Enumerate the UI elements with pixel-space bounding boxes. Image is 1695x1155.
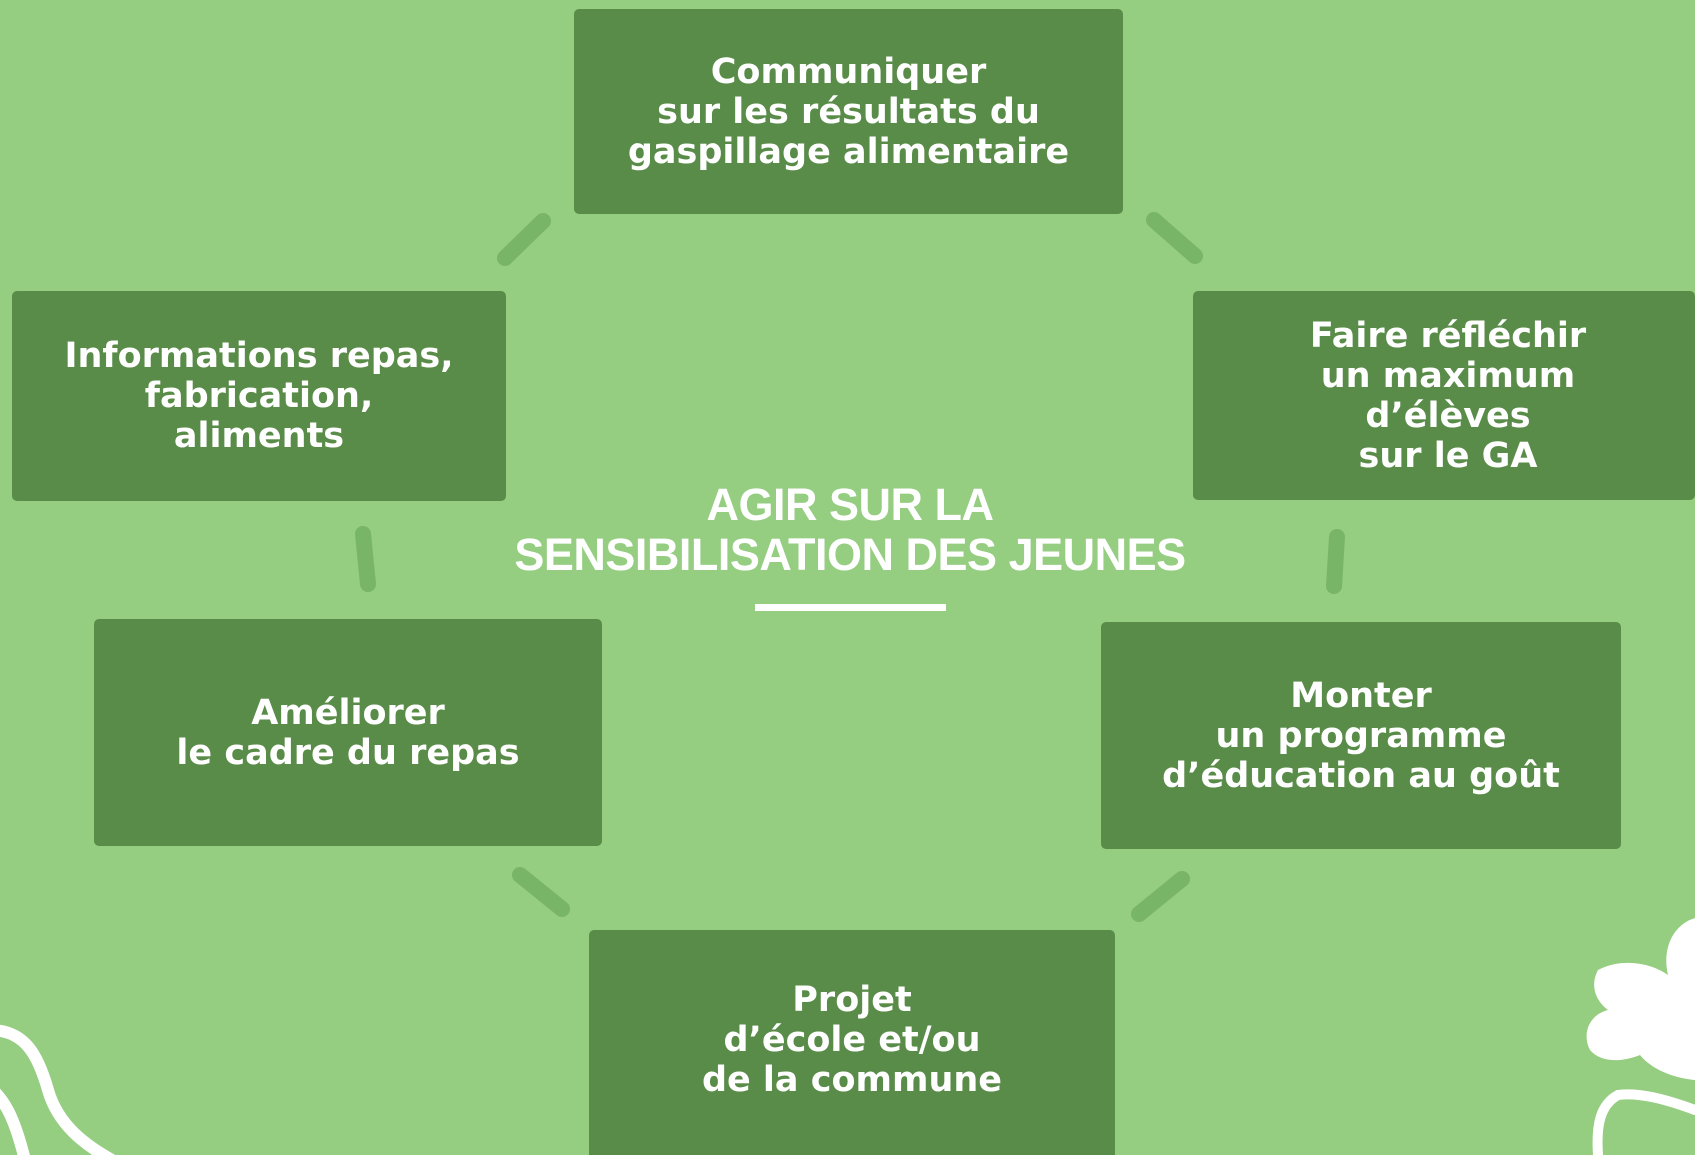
connector-top-to-upper-right [1146, 212, 1203, 264]
box-communicate-results: Communiquer sur les résultats du gaspill… [574, 9, 1123, 214]
box-meal-information-label: Informations repas, fabrication, aliment… [64, 336, 454, 456]
box-improve-meal-setting-label: Améliorer le cadre du repas [176, 692, 520, 773]
connector-lower-right-to-bottom [1131, 871, 1190, 922]
box-make-students-think-label: Faire réfléchir un maximum d’élèves sur … [1309, 315, 1587, 476]
connector-bottom-to-lower-left [512, 867, 570, 917]
leaf-decoration-left [0, 1024, 116, 1155]
box-taste-education-program-label: Monter un programme d’éducation au goût [1162, 675, 1560, 796]
box-make-students-think: Faire réfléchir un maximum d’élèves sur … [1193, 291, 1695, 500]
box-communicate-results-label: Communiquer sur les résultats du gaspill… [627, 51, 1070, 172]
box-school-project: Projet d’école et/ou de la commune [589, 930, 1115, 1155]
center-title: AGIR SUR LA SENSIBILISATION DES JEUNES [514, 479, 1186, 580]
box-taste-education-program: Monter un programme d’éducation au goût [1101, 622, 1621, 849]
box-improve-meal-setting: Améliorer le cadre du repas [94, 619, 602, 846]
leaf-decoration-right [1586, 918, 1695, 1155]
box-school-project-label: Projet d’école et/ou de la commune [701, 980, 1003, 1100]
box-meal-information: Informations repas, fabrication, aliment… [12, 291, 506, 501]
connector-lower-left-to-upper-left [355, 526, 376, 592]
connector-upper-right-to-lower-right [1326, 529, 1345, 594]
connector-top-to-upper-left [497, 213, 551, 266]
title-underline [755, 604, 946, 611]
connectors [355, 212, 1345, 922]
